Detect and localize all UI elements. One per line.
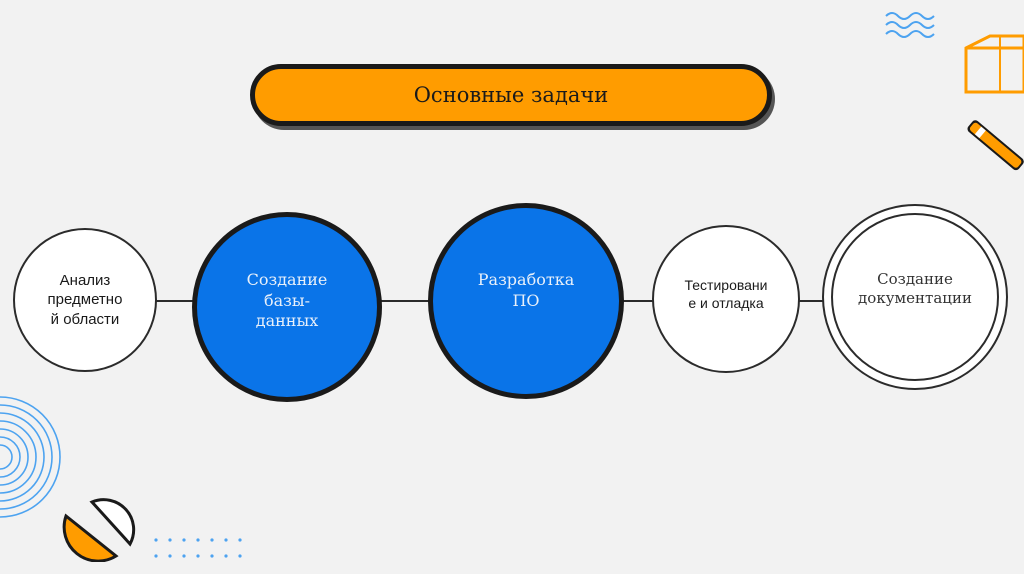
node-label: Разработка ПО xyxy=(477,270,575,310)
cube-icon xyxy=(964,34,1024,94)
connector-4-5 xyxy=(798,300,830,302)
orange-half-circle xyxy=(62,498,136,562)
node-domain-analysis: Анализ предметно й области xyxy=(13,228,157,372)
connector-2-3 xyxy=(378,300,430,302)
concentric-arcs xyxy=(0,396,61,518)
node-testing-debugging: Тестировани е и отладка xyxy=(652,225,800,373)
node-label: Анализ предметно й области xyxy=(47,271,123,328)
connector-3-4 xyxy=(622,300,654,302)
dot-grid xyxy=(154,538,242,558)
connector-1-2 xyxy=(155,300,195,302)
node-label: Создание базы- данных xyxy=(246,269,328,331)
node-software-development: Разработка ПО xyxy=(428,203,624,399)
page-title: Основные задачи xyxy=(413,83,609,107)
waves-icon xyxy=(885,12,935,38)
node-documentation: Создание документации xyxy=(831,213,999,381)
node-database-creation: Создание базы- данных xyxy=(192,212,382,402)
node-label: Создание документации xyxy=(858,269,972,308)
pencil-icon xyxy=(967,120,1024,171)
node-label: Тестировани е и отладка xyxy=(684,276,768,311)
title-banner: Основные задачи xyxy=(250,64,772,126)
